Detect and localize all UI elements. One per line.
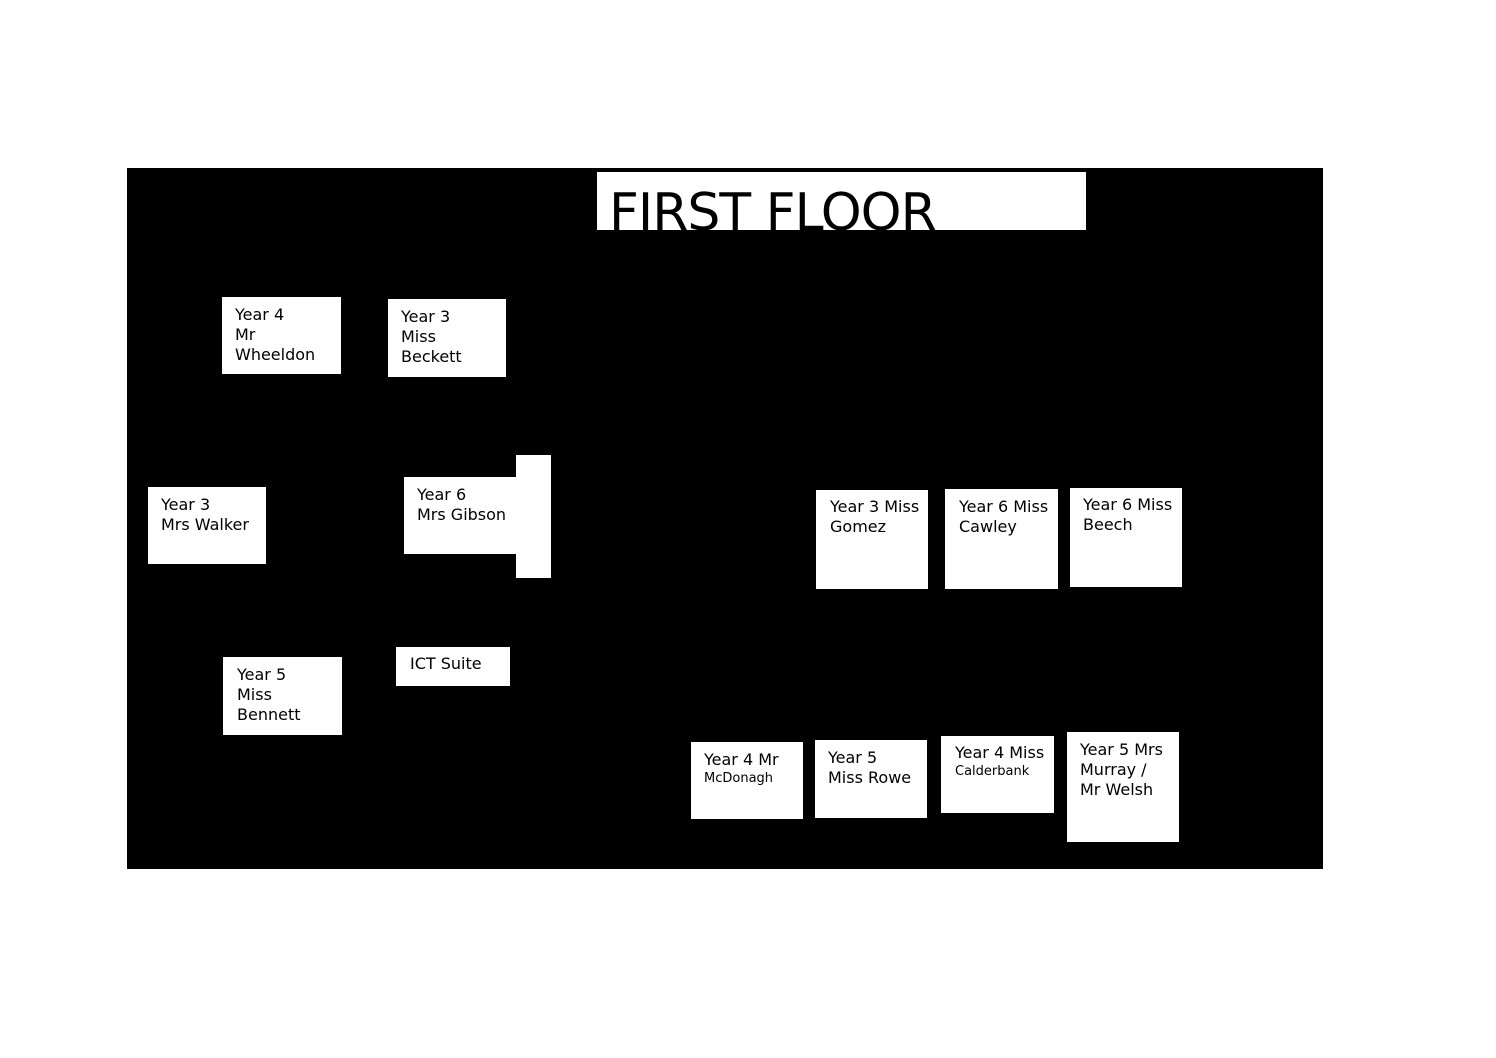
room-label-teacher: McDonagh — [704, 771, 774, 786]
room-year5-miss-rowe: Year 5 Miss Rowe — [815, 740, 927, 818]
room-label: Year 3 Mrs Walker — [161, 495, 249, 534]
room-year3-mrs-walker: Year 3 Mrs Walker — [148, 487, 266, 564]
room-label: Year 5 Mrs Murray / Mr Welsh — [1080, 740, 1163, 799]
room-label: Year 3 Miss Beckett — [401, 307, 462, 366]
room-year3-miss-beckett: Year 3 Miss Beckett — [388, 299, 506, 377]
room-year6-annex — [516, 455, 551, 578]
page-title: FIRST FLOOR — [609, 183, 937, 230]
room-year6-miss-beech: Year 6 Miss Beech — [1070, 488, 1182, 587]
room-year4-mr-mcdonagh: Year 4 Mr McDonagh — [691, 742, 803, 819]
room-label: Year 5 Miss Bennett — [237, 665, 301, 724]
room-year5-miss-bennett: Year 5 Miss Bennett — [223, 657, 342, 735]
room-year4-miss-calderbank: Year 4 Miss Calderbank — [941, 736, 1054, 813]
room-label: ICT Suite — [410, 654, 482, 673]
room-ict-suite: ICT Suite — [396, 647, 510, 686]
room-year6-miss-cawley: Year 6 Miss Cawley — [945, 489, 1058, 589]
room-label: Year 6 Miss Beech — [1083, 495, 1173, 534]
room-label: Year 4 Mr — [704, 750, 779, 769]
room-label: Year 6 Miss Cawley — [959, 497, 1049, 536]
room-year3-miss-gomez: Year 3 Miss Gomez — [816, 490, 928, 589]
room-label: Year 4 Miss — [955, 743, 1045, 762]
room-year6-mrs-gibson: Year 6 Mrs Gibson — [404, 477, 518, 554]
room-year5-mrs-murray-mr-welsh: Year 5 Mrs Murray / Mr Welsh — [1067, 732, 1179, 842]
room-year4-mr-wheeldon: Year 4 Mr Wheeldon — [222, 297, 341, 374]
room-label: Year 4 Mr Wheeldon — [235, 305, 316, 364]
room-label-teacher: Calderbank — [955, 764, 1030, 779]
room-label: Year 6 Mrs Gibson — [417, 485, 507, 524]
room-label: Year 3 Miss Gomez — [830, 497, 920, 536]
room-label: Year 5 Miss Rowe — [828, 748, 912, 787]
title-box: FIRST FLOOR — [597, 172, 1086, 230]
